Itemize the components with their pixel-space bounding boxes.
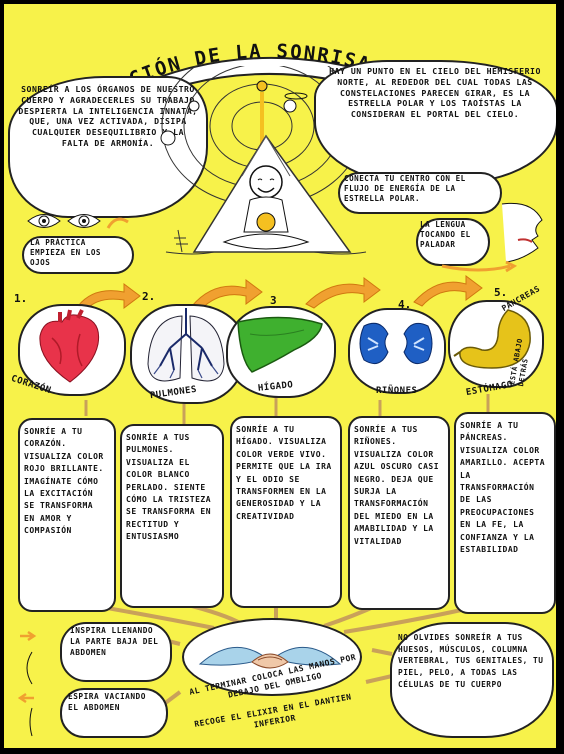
- meditation-figure: [160, 66, 367, 255]
- stomach-icon: [453, 309, 531, 369]
- exhale-cloud: [60, 688, 168, 738]
- lungs-icon: [147, 308, 225, 382]
- stomach-instruction-box: [454, 412, 556, 614]
- hands-icon: [198, 646, 342, 669]
- stomach-instruction: SONRÍE A TU PÁNCREAS. VISUALIZA COLOR AM…: [460, 421, 546, 554]
- eyes-note-cloud: [22, 236, 134, 274]
- tongue-note-cloud: [416, 218, 490, 266]
- lungs-instruction-box: [120, 424, 224, 608]
- lungs-instruction: SONRÍE A TUS PULMONES. VISUALIZA EL COLO…: [126, 433, 212, 542]
- face-profile-icon: [501, 202, 543, 263]
- intro-right-cloud: [314, 60, 556, 184]
- liver-instruction: SONRÍE A TU HÍGADO. VISUALIZA COLOR VERD…: [236, 425, 332, 521]
- connect-text: CONECTA TU CENTRO CON EL FLUJO DE ENERGÍ…: [344, 174, 466, 204]
- eyes-icon: [27, 214, 129, 229]
- intro-left-text: SONREÍR A LOS ÓRGANOS DE NUESTRO CUERPO …: [18, 84, 198, 149]
- connect-cloud: [338, 172, 502, 214]
- heart-icon: [39, 309, 100, 383]
- final-text: NO OLVIDES SONREÍR A TUS HUESOS, MÚSCULO…: [398, 633, 544, 689]
- intro-right-text: HAY UN PUNTO EN EL CIELO DEL HEMISFERIO …: [329, 66, 541, 120]
- step-number-1: 1.: [14, 292, 28, 305]
- kidneys-instruction-box: [348, 416, 450, 610]
- heart-instruction-box: [18, 418, 116, 612]
- progression-arrows: [77, 275, 483, 311]
- step-number-4: 4.: [398, 298, 412, 311]
- final-cloud: [390, 622, 554, 738]
- tongue-note-text: LA LENGUA TOCANDO EL PALADAR: [420, 220, 471, 250]
- exhale-text: ESPIRA VACIANDO EL ABDOMEN: [68, 692, 146, 712]
- liver-instruction-box: [230, 416, 342, 608]
- connector-lines: [83, 388, 490, 706]
- step-number-2: 2.: [142, 290, 156, 303]
- liver-icon: [237, 316, 323, 373]
- tongue-arrow-icon: [441, 260, 518, 273]
- kidneys-instruction: SONRÍE A TUS RIÑONES. VISUALIZA COLOR AZ…: [354, 425, 440, 546]
- breath-in-arrow-icon: [20, 630, 37, 685]
- inhale-cloud: [60, 622, 172, 682]
- step-number-3: 3: [270, 294, 277, 307]
- step-number-5: 5.: [494, 286, 508, 299]
- eyes-note-text: LA PRÁCTICA EMPIEZA EN LOS OJOS: [30, 238, 102, 268]
- kidneys-label: RIÑONES: [376, 386, 418, 396]
- heart-instruction: SONRÍE A TU CORAZÓN. VISUALIZA COLOR ROJ…: [24, 427, 104, 536]
- breath-out-arrow-icon: [18, 692, 34, 737]
- intro-left-cloud: [8, 76, 208, 218]
- kidneys-icon: [359, 322, 433, 365]
- inhale-text: INSPIRA LLENANDO LA PARTE BAJA DEL ABDOM…: [70, 626, 159, 657]
- poster: MEDITACIÓN DE LA SONRISA INTERIOR SONREÍ…: [4, 4, 556, 748]
